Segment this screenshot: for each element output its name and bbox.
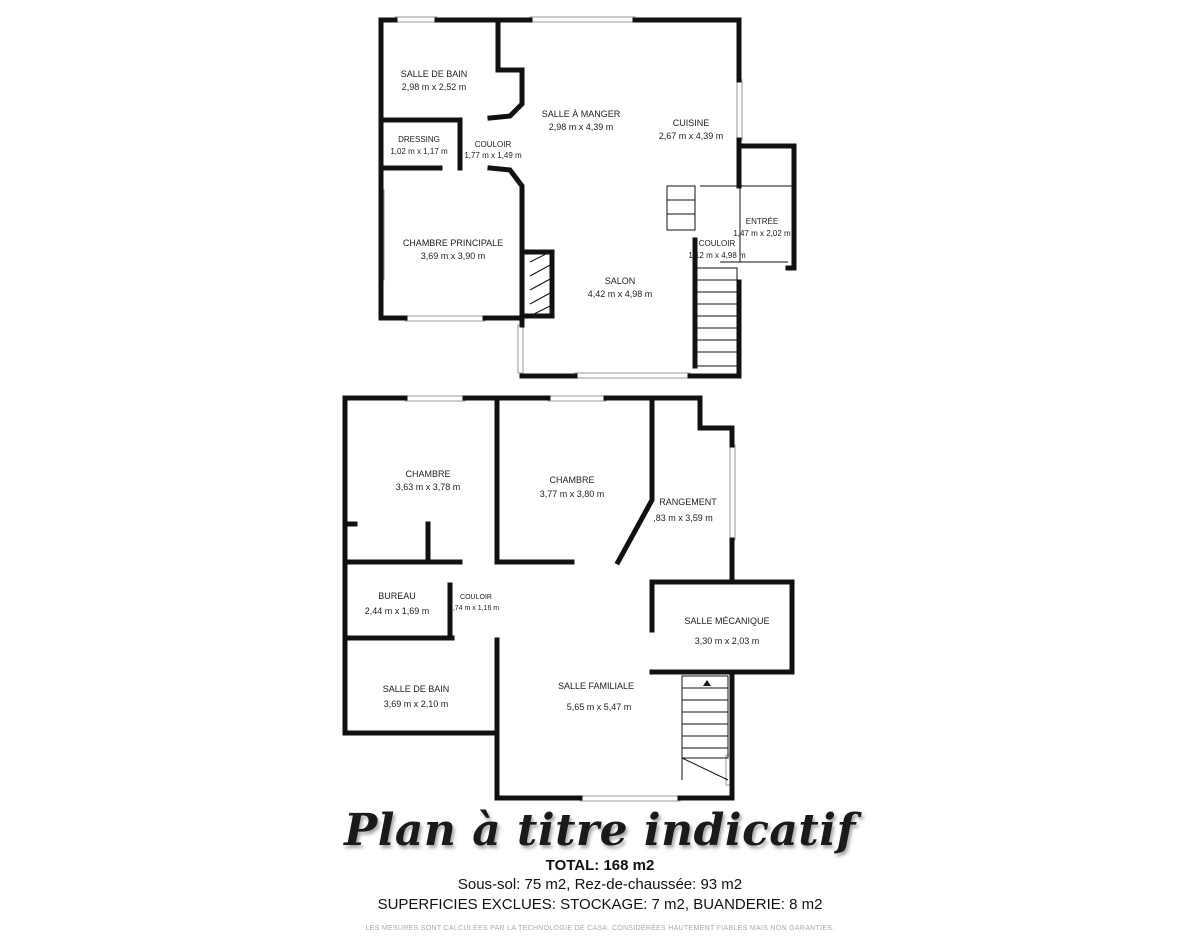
room-label-dims: 3,69 m x 2,10 m <box>384 699 449 709</box>
room-label-dims: ,74 m x 1,16 m <box>453 605 499 612</box>
room-label-dims: 1,02 m x 1,17 m <box>390 147 448 156</box>
upper-floor-plan: SALLE DE BAIN 2,98 m x 2,52 m DRESSING 1… <box>378 16 797 379</box>
room-label-dims: 3,69 m x 3,90 m <box>421 251 486 261</box>
lower-floor-plan: CHAMBRE 3,63 m x 3,78 m CHAMBRE 3,77 m x… <box>342 395 795 802</box>
stair-arrow-icon <box>703 680 711 686</box>
room-label-name: CHAMBRE PRINCIPALE <box>403 238 503 248</box>
room-label-name: COULOIR <box>699 239 736 248</box>
room-label-name: CHAMBRE <box>405 469 450 479</box>
room-label-dims: ,83 m x 3,59 m <box>653 513 713 523</box>
room-label-dims: 4,42 m x 4,98 m <box>588 289 653 299</box>
room-label-name: SALLE FAMILIALE <box>558 681 634 691</box>
room-label-name: ENTRÉE <box>746 217 778 226</box>
room-label-name: SALLE À MANGER <box>542 109 621 119</box>
room-label-dims: 2,98 m x 4,39 m <box>549 122 614 132</box>
room-label-dims: 3,30 m x 2,03 m <box>695 636 760 646</box>
room-label-dims: 2,67 m x 4,39 m <box>659 131 724 141</box>
room-label-name: BUREAU <box>378 591 416 601</box>
room-label-dims: 2,44 m x 1,69 m <box>365 606 430 616</box>
room-label-name: SALLE DE BAIN <box>383 684 450 694</box>
room-label-name: COULOIR <box>475 140 512 149</box>
room-label-dims: 1,47 m x 2,02 m <box>733 229 791 238</box>
room-label-dims: 5,65 m x 5,47 m <box>567 702 632 712</box>
total-area: TOTAL: 168 m2 <box>545 857 655 874</box>
room-label-dims: 3,63 m x 3,78 m <box>396 482 461 492</box>
room-label-dims: 3,77 m x 3,80 m <box>540 489 605 499</box>
disclaimer: LES MESURES SONT CALCULÉES PAR LA TECHNO… <box>365 925 835 932</box>
room-label-name: SALON <box>605 276 636 286</box>
room-label-name: SALLE DE BAIN <box>401 69 468 79</box>
room-label-name: CHAMBRE <box>549 475 594 485</box>
room-label-dims: 1,77 m x 1,49 m <box>464 151 522 160</box>
room-label-name: COULOIR <box>460 594 492 601</box>
plan-title: Plan à titre indicatif <box>344 805 856 856</box>
room-label-dims: 2,98 m x 2,52 m <box>402 82 467 92</box>
room-label-name: DRESSING <box>398 135 440 144</box>
room-label-name: RANGEMENT <box>659 497 717 507</box>
room-label-name: SALLE MÉCANIQUE <box>684 616 769 626</box>
room-label-dims: 1,12 m x 4,98 m <box>688 251 746 260</box>
floor-areas: Sous-sol: 75 m2, Rez-de-chaussée: 93 m2 <box>457 876 743 893</box>
excluded-areas: SUPERFICIES EXCLUES: STOCKAGE: 7 m2, BUA… <box>377 896 823 913</box>
room-label-name: CUISINE <box>673 118 710 128</box>
